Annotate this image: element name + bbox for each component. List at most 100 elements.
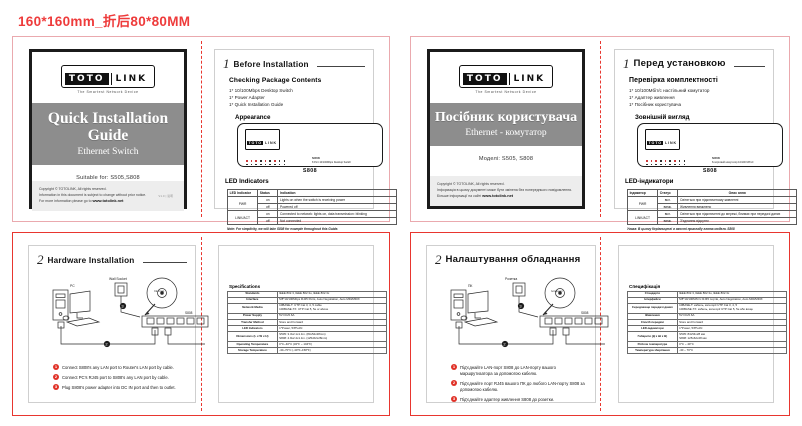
- fold-line-vertical: [600, 41, 601, 217]
- diagram-label-socket: Wall Socket: [109, 277, 127, 281]
- step-number-badge: 3: [53, 384, 59, 391]
- diagram-badge-2: [103, 340, 111, 348]
- diagram-label-device: S808: [185, 311, 193, 315]
- led-table-wrap: LED Indicator Status Indication PWR on L…: [226, 189, 397, 231]
- cover-footer: Copyright © TOTOLINK, All rights reserve…: [430, 175, 582, 206]
- installation-steps: 1 Connect S808's any LAN port to Router'…: [53, 364, 187, 391]
- diagram-badge-2: [501, 340, 509, 348]
- section-title: Налаштування обладнання: [445, 254, 581, 265]
- cover-title-band: Quick Installation Guide Ethernet Switch: [32, 103, 184, 166]
- port-tick: [255, 164, 257, 166]
- led-name: LINK/ACT: [626, 210, 659, 226]
- spec-key: Network Media: [227, 302, 278, 314]
- footer-website-link[interactable]: www.totolink.net: [92, 198, 124, 204]
- device-name-label: S808: [702, 168, 718, 175]
- logo-link-text: LINK: [508, 72, 550, 85]
- led-indicators-table: Індикатор Статус Опис ання PWR вкл. Світ…: [626, 189, 797, 226]
- svg-text:3: 3: [121, 303, 124, 308]
- led-dot: [255, 159, 257, 163]
- table-row: Температура зберігання-40 ~ 70°С: [627, 347, 788, 355]
- cover-subtitle: Ethernet - комутатор: [465, 128, 547, 139]
- section-panel-pered-ustanovkoyu: 1 Перед установкою Перевірка комплектнос…: [606, 43, 797, 231]
- guide-note: Увага: В цьому Керівництві в якості прик…: [627, 227, 735, 232]
- diagram-badge-3: [517, 302, 525, 310]
- spec-key: Середовище передачі даних: [627, 302, 678, 314]
- step-number-badge: 1: [53, 364, 59, 370]
- footer-line-3: For more information please go to www.to…: [39, 198, 177, 205]
- led-status: off: [257, 203, 279, 212]
- section-title: Hardware Installation: [47, 256, 135, 265]
- th-led-indicator: Індикатор: [626, 189, 659, 198]
- connection-diagram-svg: PC Wall Socket Internet S808 3 2: [52, 277, 209, 348]
- appearance-heading: Appearance: [235, 114, 271, 122]
- footer-website-link[interactable]: www.totolink.net: [482, 193, 514, 199]
- port-tick: [246, 164, 248, 166]
- led-status: on: [257, 210, 279, 219]
- step-text: Під'єднайте адаптер живлення S808 до роз…: [460, 396, 555, 402]
- diagram-label-pc: ПК: [468, 284, 472, 288]
- port-tick: [683, 164, 686, 166]
- list-item: 1 Під'єднайте LAN-порт S808 до LAN-порту…: [451, 364, 587, 377]
- spec-key: Dimensions (L x W x H): [227, 331, 278, 343]
- device-caption: S808 8 Port 10/100Mbps Desktop Switch: [312, 156, 352, 164]
- port-tick: [674, 164, 676, 166]
- port-tick: [655, 164, 657, 166]
- device-logo-link: LINK: [264, 140, 277, 145]
- led-dot: [278, 159, 281, 163]
- spec-key: Габарити (Д х Ш х В): [627, 331, 678, 343]
- package-item: 1* Quick Installation Guide: [229, 102, 284, 108]
- led-dot: [274, 159, 276, 163]
- cover-subtitle: Ethernet Switch: [77, 147, 139, 158]
- led-dot: [655, 159, 657, 163]
- led-status: on: [257, 196, 279, 205]
- section-number: 1: [223, 56, 230, 71]
- fold-line-vertical: [201, 41, 202, 217]
- connection-diagram-svg: ПК Розетка Інтернет S808 3 2: [450, 277, 609, 348]
- port-tick: [678, 164, 681, 166]
- footer-line-3: Більше інформації на сайті www.totolink.…: [437, 193, 575, 200]
- svg-text:2: 2: [503, 341, 506, 346]
- led-status: off: [257, 217, 279, 226]
- led-dot: [650, 159, 653, 163]
- th-indication: Опис ання: [677, 189, 797, 198]
- step-text: Plug S808's power adapter into DC IN por…: [62, 384, 176, 390]
- section-rule: [316, 66, 365, 67]
- appearance-heading: Зовнішній вигляд: [635, 114, 690, 122]
- port-tick: [260, 164, 262, 166]
- list-item: 1 Connect S808's any LAN port to Router'…: [53, 364, 187, 371]
- table-row: LINK/ACT вкл. Світиться при підключенні …: [626, 210, 797, 226]
- spec-value: -40 ~ 70°С: [676, 347, 788, 355]
- package-contents-heading: Checking Package Contents: [229, 77, 322, 84]
- led-name: PWR: [626, 196, 659, 212]
- led-status: вимк.: [657, 203, 679, 212]
- device-logo-link: LINK: [664, 140, 677, 145]
- section-panel-nalashtuvannya: 2 Налаштування обладнання: [418, 239, 609, 409]
- led-text: Powered off: [277, 203, 397, 212]
- diagram-label-internet: Інтернет: [551, 289, 563, 293]
- table-row: Storage Temperature-40~70°C (-40°F~158°F…: [227, 347, 388, 355]
- spec-value: 1*Power, 5/8*LAN: [276, 324, 388, 333]
- led-status: вкл.: [657, 210, 679, 219]
- table-row: off Not connected: [228, 217, 397, 226]
- artboard-bottom-ukrainian: 2 Налаштування обладнання: [410, 232, 790, 416]
- installation-steps: 1 Під'єднайте LAN-порт S808 до LAN-порту…: [451, 364, 587, 403]
- device-ports-label: 8 Port 10/100Mbps Desktop Switch: [312, 160, 352, 164]
- svg-text:3: 3: [519, 303, 522, 308]
- led-text: Not connected: [277, 217, 397, 226]
- svg-text:2: 2: [105, 341, 108, 346]
- list-item: 3 Під'єднайте адаптер живлення S808 до р…: [451, 396, 587, 403]
- led-dot: [669, 159, 672, 163]
- led-text: Світиться при підключеному живленні: [677, 196, 797, 205]
- spec-value: 5/8*10/100Mbps RJ45 Ports, Auto Negotiat…: [276, 296, 388, 304]
- port-tick: [278, 164, 281, 166]
- logo-tagline: The Smartest Network Device: [77, 90, 139, 94]
